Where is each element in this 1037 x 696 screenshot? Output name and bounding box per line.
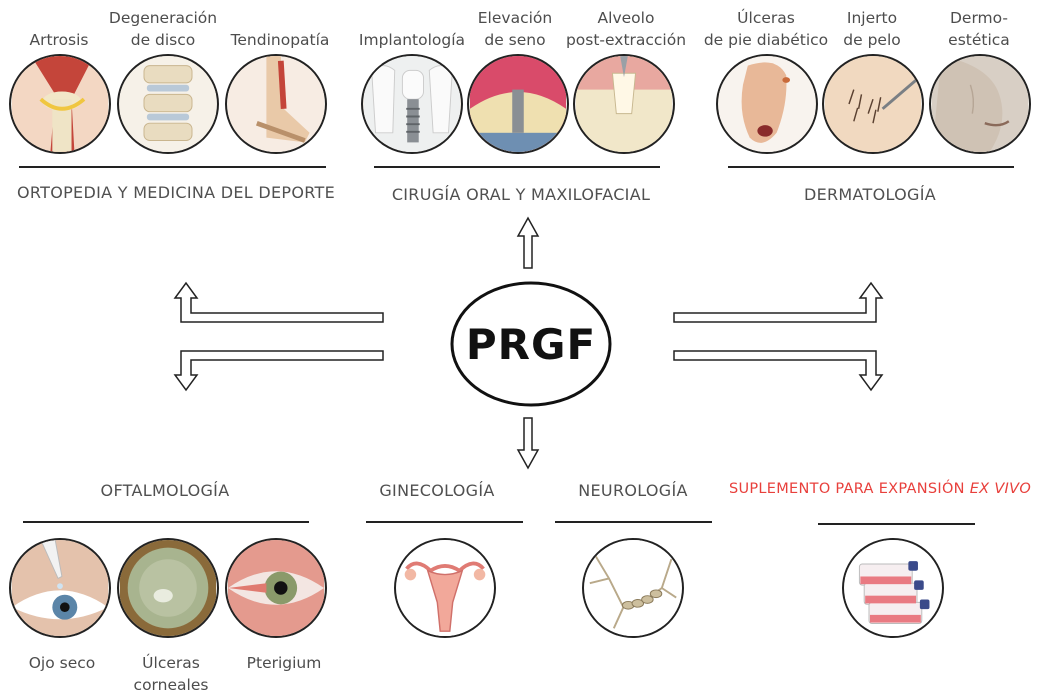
rule-neurology (555, 521, 712, 523)
rule-gynecology (366, 521, 523, 523)
caption-ex-vivo: SUPLEMENTO PARA EXPANSIÓN EX VIVO (724, 481, 1036, 497)
label-implantologia: Implantología (353, 29, 471, 51)
dental-implant-icon (361, 54, 463, 154)
rule-dermatology (728, 166, 1014, 168)
eye-drop-icon (9, 538, 111, 638)
diabetic-foot-icon (716, 54, 818, 154)
label-degeneracion-disco: Degeneración de disco (103, 7, 223, 51)
neuron-icon (582, 538, 684, 638)
knee-joint-icon (9, 54, 111, 154)
cornea-ulcer-icon (117, 538, 219, 638)
caption-gynecology: GINECOLOGÍA (360, 481, 514, 500)
label-pterigium: Pterigium (236, 652, 332, 674)
label-artrosis: Artrosis (18, 29, 100, 51)
arrow-up-oral (518, 218, 538, 268)
uterus-icon (394, 538, 496, 638)
rule-ophthalmology (23, 521, 309, 523)
rule-ex-vivo (818, 523, 975, 525)
arrow-left-up (175, 283, 383, 322)
label-alveolo: Alveolo post-extracción (560, 7, 692, 51)
label-elevacion-seno: Elevación de seno (463, 7, 567, 51)
caption-ex-vivo-main: SUPLEMENTO PARA EXPANSIÓN (729, 481, 970, 497)
caption-oral: CIRUGÍA ORAL Y MAXILOFACIAL (372, 185, 670, 204)
label-injerto-pelo: Injerto de pelo (827, 7, 917, 51)
label-ulceras-corneales: Úlceras corneales (118, 652, 224, 696)
culture-flasks-icon (842, 538, 944, 638)
caption-ophthalmology: OFTALMOLOGÍA (60, 481, 270, 500)
arrow-left-down (175, 351, 383, 390)
rule-oral (374, 166, 660, 168)
caption-orthopedics: ORTOPEDIA Y MEDICINA DEL DEPORTE (0, 183, 352, 202)
label-ojo-seco: Ojo seco (14, 652, 110, 674)
label-dermoestetica: Dermo- estética (929, 7, 1029, 51)
caption-ex-vivo-em: EX VIVO (970, 481, 1031, 497)
spine-disc-icon (117, 54, 219, 154)
label-ulceras-pie: Úlceras de pie diabético (697, 7, 835, 51)
pterygium-eye-icon (225, 538, 327, 638)
caption-neurology: NEUROLOGÍA (556, 481, 710, 500)
arrow-right-down (674, 351, 882, 390)
ankle-tendon-icon (225, 54, 327, 154)
arrow-right-up (674, 283, 882, 322)
arrow-down-center (518, 418, 538, 468)
sinus-lift-icon (467, 54, 569, 154)
caption-dermatology: DERMATOLOGÍA (760, 185, 980, 204)
hair-graft-icon (822, 54, 924, 154)
tooth-socket-icon (573, 54, 675, 154)
label-tendinopatia: Tendinopatía (222, 29, 338, 51)
face-skin-icon (929, 54, 1031, 154)
rule-orthopedics (19, 166, 326, 168)
center-label: PRGF (451, 282, 611, 406)
